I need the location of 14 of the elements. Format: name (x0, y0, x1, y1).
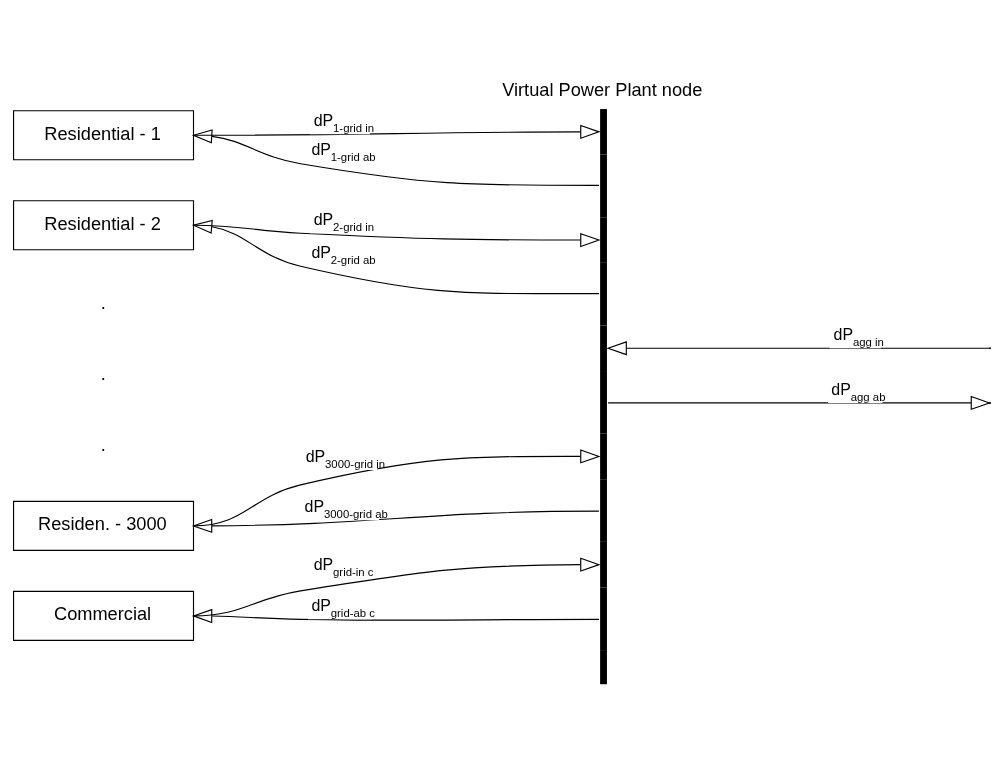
node-label: Virtual Power Plant node (501, 80, 702, 101)
edge-label: dP$_{grid-ab c}$ (310, 597, 375, 619)
edge-label: dP$_{3000-grid ab}$ (304, 497, 388, 520)
edge-label: dP$_{grid-in c}$ (313, 556, 373, 578)
edge-label: dP$_{agg in}$ (833, 325, 884, 348)
edge-label: dP$_{1-grid in}$ (313, 111, 374, 134)
edge-label: dP$_{2-grid ab}$ (310, 243, 376, 266)
label: . (100, 434, 106, 455)
edge-label: dP$_{1-grid ab}$ (310, 141, 376, 164)
label: . (100, 293, 106, 314)
edge-label: dP$_{3000-grid in}$ (305, 447, 385, 470)
edge-label: dP$_{2-grid in}$ (313, 210, 374, 233)
edge-label: dP$_{agg ab}$ (830, 380, 885, 403)
label: . (100, 363, 106, 384)
